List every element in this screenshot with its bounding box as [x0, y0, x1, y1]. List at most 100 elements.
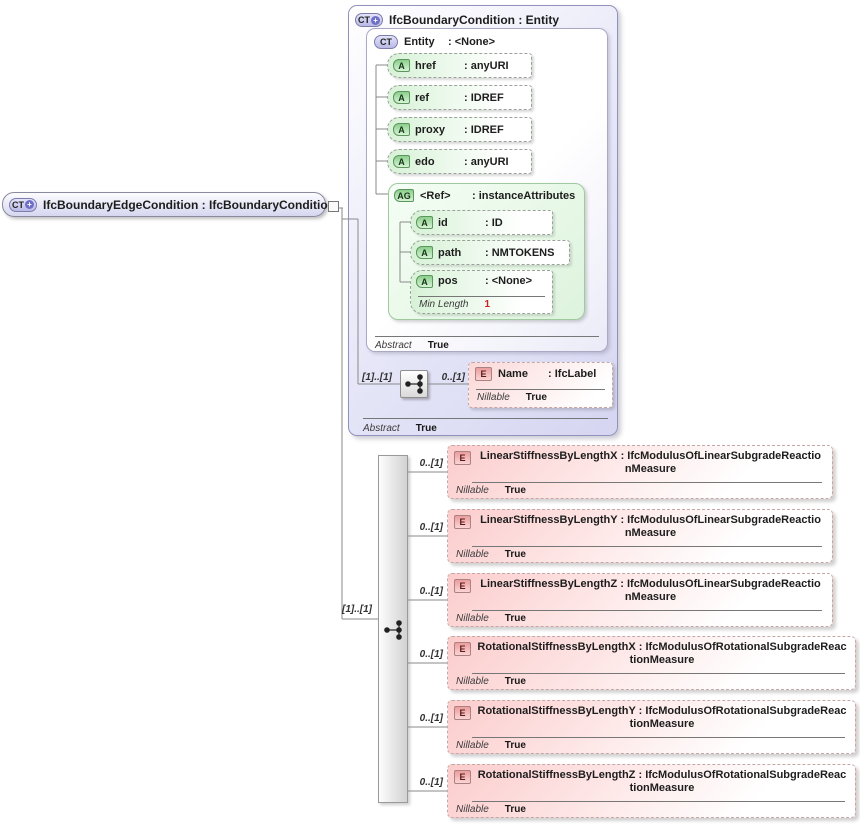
element-type-label: : IfcModulusOfRotationalSubgradeReaction…	[629, 641, 847, 667]
sequence-glyph	[405, 374, 423, 394]
element-header: E RotationalStiffnessByLengthX : IfcModu…	[448, 637, 855, 667]
attribute-name: path	[438, 246, 462, 259]
attribute-group-name: <Ref>	[420, 189, 451, 202]
attribute-type: : anyURI	[464, 59, 509, 72]
cardinality-label: 0..[1]	[419, 649, 443, 660]
facet-separator	[472, 482, 822, 483]
facet-label: Nillable	[456, 740, 489, 751]
facet-value: True	[415, 423, 437, 434]
element-linearstiffnessbylengthx[interactable]: E LinearStiffnessByLengthX : IfcModulusO…	[447, 445, 833, 499]
attribute-badge: A	[416, 275, 433, 288]
cardinality-label: [1]..[1]	[362, 372, 392, 383]
attribute-type: : ID	[485, 216, 503, 229]
facet-separator	[472, 737, 845, 738]
facet-label: Nillable	[477, 392, 510, 403]
facet-value: True	[504, 740, 526, 751]
entity-type: : <None>	[448, 36, 496, 48]
attribute-badge: A	[416, 216, 433, 229]
nillable-facet: Nillable True	[477, 392, 547, 403]
complex-type-badge-label: CT	[358, 15, 370, 25]
nillable-facet: Nillable True	[456, 676, 526, 687]
attribute-href[interactable]: A href : anyURI	[387, 53, 532, 78]
attribute-id[interactable]: A id : ID	[410, 210, 553, 235]
element-ifcboundaryedgecondition[interactable]: CT+ IfcBoundaryEdgeCondition : IfcBounda…	[2, 192, 335, 217]
element-badge: E	[454, 579, 471, 593]
element-type-label: : IfcModulusOfRotationalSubgradeReaction…	[629, 705, 847, 731]
attribute-pos[interactable]: A pos : <None> Min Length 1	[410, 270, 553, 314]
attribute-group-badge: AG	[394, 189, 414, 202]
nillable-facet: Nillable True	[456, 740, 526, 751]
element-badge: E	[454, 770, 471, 784]
complex-type-badge: CT+	[355, 13, 383, 27]
element-type-label: : IfcModulusOfLinearSubgradeReactionMeas…	[620, 514, 821, 540]
attribute-type: : <None>	[485, 275, 533, 287]
complex-type-badge-label: CT	[380, 37, 392, 47]
element-linearstiffnessbylengthz[interactable]: E LinearStiffnessByLengthZ : IfcModulusO…	[447, 573, 833, 627]
type-header: CT+ IfcBoundaryCondition : Entity	[355, 13, 559, 27]
attribute-name: proxy	[415, 123, 445, 136]
element-badge: E	[454, 451, 471, 465]
attribute-badge: A	[393, 155, 410, 168]
cardinality-label: 0..[1]	[419, 777, 443, 788]
element-badge: E	[454, 706, 471, 720]
attribute-proxy[interactable]: A proxy : IDREF	[387, 117, 532, 142]
min-length-facet: Min Length 1	[419, 299, 490, 310]
facet-separator	[375, 336, 599, 337]
facet-label: Nillable	[456, 485, 489, 496]
element-title: LinearStiffnessByLengthZ : IfcModulusOfL…	[477, 578, 824, 604]
attribute-badge: A	[393, 59, 410, 72]
facet-separator	[472, 673, 845, 674]
expand-handle[interactable]	[328, 201, 339, 212]
attribute-type: : anyURI	[464, 155, 509, 168]
sequence-icon[interactable]	[400, 370, 428, 398]
element-rotationalstiffnessbylengthz[interactable]: E RotationalStiffnessByLengthZ : IfcModu…	[447, 764, 856, 818]
element-header: E RotationalStiffnessByLengthZ : IfcModu…	[448, 765, 855, 795]
nillable-facet: Nillable True	[456, 549, 526, 560]
facet-separator	[476, 389, 605, 390]
attribute-edo[interactable]: A edo : anyURI	[387, 149, 532, 174]
type-title: IfcBoundaryCondition : Entity	[389, 13, 559, 27]
attribute-name: pos	[438, 275, 458, 287]
element-name[interactable]: E Name : IfcLabel Nillable True	[468, 362, 613, 408]
attribute-name: ref	[415, 91, 430, 104]
element-linearstiffnessbylengthy[interactable]: E LinearStiffnessByLengthY : IfcModulusO…	[447, 509, 833, 563]
abstract-facet: Abstract True	[375, 340, 449, 351]
element-header: E LinearStiffnessByLengthY : IfcModulusO…	[448, 510, 832, 540]
facet-value: True	[504, 804, 526, 815]
element-title: RotationalStiffnessByLengthY : IfcModulu…	[477, 705, 847, 731]
facet-separator	[472, 610, 822, 611]
attribute-type: : IDREF	[464, 123, 504, 136]
element-name-label: Name	[498, 368, 528, 380]
plus-icon: +	[371, 15, 380, 25]
attribute-badge: A	[393, 123, 410, 136]
element-type-label: : IfcLabel	[548, 368, 597, 380]
element-title: RotationalStiffnessByLengthZ : IfcModulu…	[477, 769, 847, 795]
element-badge: E	[454, 642, 471, 656]
attribute-ref[interactable]: A ref : IDREF	[387, 85, 532, 110]
element-rotationalstiffnessbylengthy[interactable]: E RotationalStiffnessByLengthY : IfcModu…	[447, 700, 856, 754]
attribute-group-type: : instanceAttributes	[472, 189, 576, 202]
facet-value: True	[504, 485, 526, 496]
nillable-facet: Nillable True	[456, 613, 526, 624]
attribute-type: : NMTOKENS	[485, 246, 555, 259]
facet-separator	[472, 801, 845, 802]
sequence-group-bar[interactable]	[378, 455, 408, 803]
element-title: RotationalStiffnessByLengthX : IfcModulu…	[477, 641, 847, 667]
cardinality-label: 0..[1]	[419, 458, 443, 469]
element-header: E RotationalStiffnessByLengthY : IfcModu…	[448, 701, 855, 731]
cardinality-label: [1]..[1]	[342, 604, 372, 615]
element-rotationalstiffnessbylengthx[interactable]: E RotationalStiffnessByLengthX : IfcModu…	[447, 636, 856, 690]
facet-label: Nillable	[456, 804, 489, 815]
element-header: E LinearStiffnessByLengthZ : IfcModulusO…	[448, 574, 832, 604]
facet-label: Nillable	[456, 613, 489, 624]
facet-separator	[418, 296, 545, 297]
cardinality-label: 0..[1]	[419, 522, 443, 533]
element-title: LinearStiffnessByLengthY : IfcModulusOfL…	[477, 514, 824, 540]
facet-value: True	[504, 676, 526, 687]
complex-type-badge-label: CT	[12, 199, 24, 210]
element-header: E LinearStiffnessByLengthX : IfcModulusO…	[448, 446, 832, 476]
facet-label: Min Length	[419, 299, 469, 310]
element-type-label: : IfcModulusOfLinearSubgradeReactionMeas…	[620, 578, 821, 604]
plus-icon: +	[25, 200, 34, 209]
attribute-path[interactable]: A path : NMTOKENS	[410, 240, 570, 265]
